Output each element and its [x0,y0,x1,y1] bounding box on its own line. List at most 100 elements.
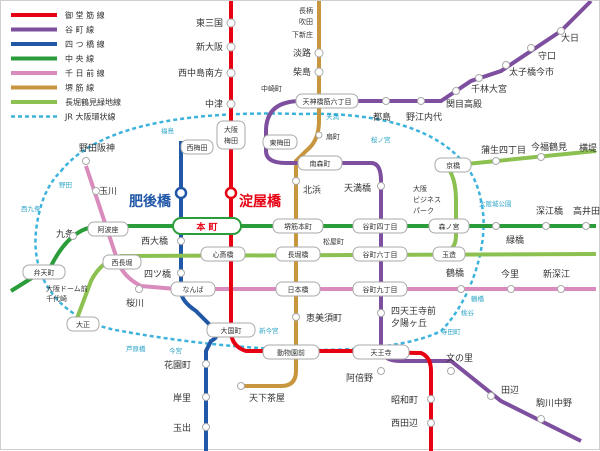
station-osakadome-2[interactable]: 千代崎 [46,294,67,303]
station-showacho[interactable]: 昭和町 [391,395,418,406]
station-shinfukae[interactable]: 新深江 [543,268,570,280]
station-tanimachi9[interactable]: 谷町九丁目 [363,285,398,294]
jr-osakajokoen[interactable]: 大阪城公園 [479,199,512,208]
station-umeda-top[interactable]: 大阪 [224,125,238,134]
station-nipponbashi[interactable]: 日本橋 [288,285,309,294]
jr-sakuranomiya[interactable]: 桜ノ宮 [371,135,391,144]
station-taisho[interactable]: 大正 [76,320,90,329]
jr-fukushima[interactable]: 福島 [161,126,175,135]
legend-label-6: 長堀鶴見緑地線 [65,97,121,107]
station-sakuragawa[interactable]: 桜川 [126,297,144,309]
station-nakazakicho[interactable]: 中崎町 [261,84,282,93]
station-matsuyamachi[interactable]: 松屋町 [323,237,344,246]
station-komagawanakano[interactable]: 駒川中野 [536,397,572,409]
station-moriguchi[interactable]: 守口 [538,50,556,62]
station-sakaisujihonmachi[interactable]: 堺筋本町 [284,222,312,231]
station-morinomiya[interactable]: 森ノ宮 [439,222,460,231]
station-awaza[interactable]: 阿波座 [98,225,119,234]
station-tamade[interactable]: 玉出 [173,422,191,434]
station-ebisucho[interactable]: 恵美須町 [306,312,342,324]
station-kunijima[interactable]: 柴島 [293,66,311,78]
station-tanimachi4[interactable]: 谷町四丁目 [363,222,398,231]
station-gamo4[interactable]: 蒲生四丁目 [481,144,526,156]
station-dainichi[interactable]: 大日 [561,32,579,44]
honmachi-station-badge[interactable] [172,217,242,235]
station-osakadome-1[interactable]: 大阪ドーム前 [46,284,88,293]
station-obp-3[interactable]: パーク [413,207,434,215]
station-nodahanshin[interactable]: 野田阪神 [79,142,115,154]
station-imazato[interactable]: 今里 [501,268,519,280]
station-shinsaibashi[interactable]: 心斎橋 [213,250,234,259]
station-tsuruhashi[interactable]: 鶴橋 [446,267,464,279]
station-kitahama[interactable]: 北浜 [303,185,321,196]
station-imafukutsurumi[interactable]: 今福鶴見 [531,141,567,153]
station-midoribashi[interactable]: 緑橋 [506,234,524,246]
jr-tsuruhashi[interactable]: 鶴橋 [471,294,485,303]
legend-label-4: 千 日 前 線 [65,68,105,78]
station-bentencho[interactable]: 弁天町 [34,268,55,277]
jr-teradacho[interactable]: 寺田町 [441,328,461,336]
station-tamagawa[interactable]: 玉川 [99,186,117,197]
jr-tenma[interactable]: 天満 [326,113,340,121]
station-temmabashi[interactable]: 天満橋 [344,182,371,194]
station-fukaebashi[interactable]: 深江橋 [536,205,563,217]
station-umeda-bottom[interactable]: 梅田 [224,136,238,145]
station-taishibashi[interactable]: 太子橋今市 [509,66,554,78]
station-sakaisuji-3[interactable]: 下新庄 [292,30,313,39]
station-shinosaka[interactable]: 新大阪 [196,41,223,53]
station-senbayashi[interactable]: 千林大宮 [471,83,507,95]
legend-label-5: 堺 筋 線 [65,83,94,93]
station-nishinakajimaminamikata[interactable]: 西中島南方 [178,67,223,79]
line-legend: 御 堂 筋 線谷 町 線四 つ 橋 線中 央 線千 日 前 線堺 筋 線長堀鶴見… [11,10,121,122]
station-tanabe[interactable]: 田辺 [501,385,519,396]
station-kyobashi[interactable]: 京橋 [446,161,460,170]
jr-noda[interactable]: 野田 [59,181,72,189]
station-yuhigaoka[interactable]: 夕陽ヶ丘 [391,317,427,329]
station-obp-2[interactable]: ビジネス [413,195,441,204]
jr-momodani[interactable]: 桃谷 [461,308,475,317]
station-hanazonocho[interactable]: 花園町 [164,359,191,371]
station-obp-1[interactable]: 大阪 [413,184,427,193]
station-nishitanabe[interactable]: 西田辺 [391,418,418,429]
station-kishinosato[interactable]: 岸里 [173,393,191,404]
station-noe[interactable]: 野江内代 [406,111,442,123]
station-higashimikuni[interactable]: 東三国 [196,17,223,29]
station-nakatsu[interactable]: 中津 [205,98,223,110]
station-labels: 東三国 新大阪 西中島南方 中津 大阪 梅田 西梅田 東梅田 長柄 吹田 下新庄… [22,6,600,434]
station-takaida[interactable]: 高井田 [573,205,600,217]
station-nishinagahori[interactable]: 西長堀 [112,258,133,267]
station-daikokucho[interactable]: 大国町 [221,326,242,335]
station-tamatsukuri[interactable]: 玉造 [442,250,456,259]
station-shitennoji[interactable]: 四天王寺前 [391,305,436,317]
jr-shinimamiya[interactable]: 新今宮 [259,326,279,335]
station-namba[interactable]: なんば [183,285,204,294]
station-nishiohashi[interactable]: 西大橋 [141,235,168,247]
station-sakaisuji-2[interactable]: 吹田 [299,17,313,26]
station-ogimachi[interactable]: 扇町 [326,132,340,141]
higobashi-station[interactable] [174,186,188,200]
station-bunnosato[interactable]: 文の里 [446,352,473,364]
station-higashiumeda[interactable]: 東梅田 [270,138,291,147]
station-tengachaya[interactable]: 天下茶屋 [249,392,285,404]
station-yokozutsumi[interactable]: 横堤 [579,142,597,154]
yodoyabashi-label: 淀屋橋 [239,193,282,210]
station-sakaisuji-1[interactable]: 長柄 [299,6,313,15]
legend-label-2: 四 つ 橋 線 [65,39,105,49]
station-minamimorimachi[interactable]: 南森町 [310,159,331,168]
station-awaji[interactable]: 淡路 [293,47,311,59]
station-nishiumeda[interactable]: 西梅田 [187,143,208,152]
station-tennoji[interactable]: 天王寺 [371,349,392,357]
jr-ashiharabashi[interactable]: 芦原橋 [126,344,146,353]
yodoyabashi-station[interactable] [224,186,238,200]
station-sekime[interactable]: 関目高殿 [446,98,482,110]
station-tenjinbashisuji-6[interactable]: 天神橋筋六丁目 [303,97,352,106]
station-nagahoribashi[interactable]: 長堀橋 [288,250,309,259]
jr-imamiya[interactable]: 今宮 [169,346,182,355]
jr-nishikujo[interactable]: 西九条 [21,204,41,213]
station-dobutsuenmae[interactable]: 動物園前 [277,348,305,357]
station-abeno[interactable]: 阿倍野 [346,372,373,384]
station-miyakojima[interactable]: 都島 [373,111,391,123]
station-yotsubashi[interactable]: 四ツ橋 [144,268,171,280]
station-tanimachi6[interactable]: 谷町六丁目 [363,250,398,259]
